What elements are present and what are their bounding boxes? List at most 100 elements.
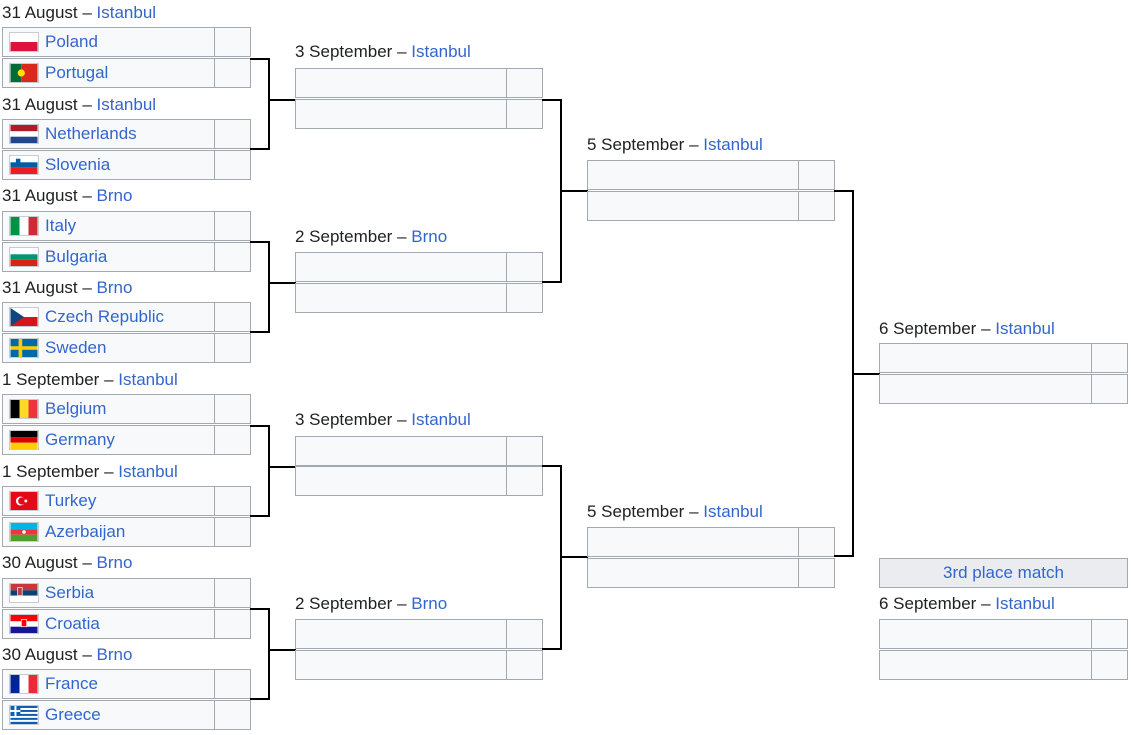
match-date: 6 September bbox=[879, 594, 977, 613]
venue-link[interactable]: Istanbul bbox=[96, 95, 157, 114]
match-header: 5 September – Istanbul bbox=[587, 135, 763, 154]
team-slot: Bulgaria bbox=[2, 242, 215, 272]
bracket-connector bbox=[268, 282, 296, 284]
score-cell bbox=[214, 700, 251, 730]
team-link[interactable]: Greece bbox=[45, 705, 101, 724]
slovenia-flag-icon bbox=[9, 155, 39, 175]
team-link[interactable]: Croatia bbox=[45, 614, 100, 633]
venue-link[interactable]: Brno bbox=[411, 227, 448, 246]
team-slot: Netherlands bbox=[2, 119, 215, 149]
venue-link[interactable]: Istanbul bbox=[703, 135, 763, 154]
match-header: 30 August – Brno bbox=[2, 553, 133, 572]
bracket-connector bbox=[250, 698, 270, 700]
score-cell bbox=[214, 150, 251, 180]
team-slot bbox=[879, 619, 1092, 649]
score-cell bbox=[1091, 343, 1128, 373]
venue-link[interactable]: Istanbul bbox=[411, 410, 471, 429]
team-slot: Germany bbox=[2, 425, 215, 455]
team-link[interactable]: Bulgaria bbox=[45, 247, 108, 266]
match-date: 3 September bbox=[295, 42, 393, 61]
team-link[interactable]: Belgium bbox=[45, 399, 107, 418]
turkey-flag-icon bbox=[9, 491, 39, 511]
score-cell bbox=[506, 252, 543, 282]
match-header: 3 September – Istanbul bbox=[295, 410, 471, 429]
bracket-connector bbox=[852, 373, 880, 375]
venue-link[interactable]: Istanbul bbox=[118, 462, 178, 481]
team-slot bbox=[295, 466, 507, 496]
team-link[interactable]: Portugal bbox=[45, 63, 109, 82]
match-date: 30 August bbox=[2, 553, 78, 572]
match-date: 31 August bbox=[2, 186, 78, 205]
score-cell bbox=[214, 425, 251, 455]
team-link[interactable]: Italy bbox=[45, 216, 77, 235]
team-link[interactable]: Sweden bbox=[45, 338, 107, 357]
bracket-connector bbox=[250, 608, 270, 610]
germany-flag-icon bbox=[9, 430, 39, 450]
team-slot bbox=[879, 374, 1092, 404]
venue-link[interactable]: Brno bbox=[411, 594, 448, 613]
team-link[interactable]: Slovenia bbox=[45, 155, 111, 174]
score-cell bbox=[506, 650, 543, 680]
match-header: 31 August – Istanbul bbox=[2, 3, 157, 22]
venue-link[interactable]: Brno bbox=[96, 278, 133, 297]
venue-link[interactable]: Istanbul bbox=[96, 3, 157, 22]
team-slot: Sweden bbox=[2, 333, 215, 363]
bracket-connector bbox=[542, 648, 562, 650]
match-date: 31 August bbox=[2, 95, 78, 114]
venue-link[interactable]: Istanbul bbox=[118, 370, 178, 389]
score-cell bbox=[798, 160, 835, 190]
match-header: 1 September – Istanbul bbox=[2, 462, 178, 481]
venue-link[interactable]: Istanbul bbox=[995, 319, 1055, 338]
team-slot bbox=[295, 252, 507, 282]
team-link[interactable]: Germany bbox=[45, 430, 115, 449]
bracket-connector bbox=[250, 241, 270, 243]
team-link[interactable]: Serbia bbox=[45, 583, 95, 602]
team-link[interactable]: Azerbaijan bbox=[45, 522, 126, 541]
match-header: 5 September – Istanbul bbox=[587, 502, 763, 521]
team-slot: Portugal bbox=[2, 58, 215, 88]
score-cell bbox=[506, 99, 543, 129]
team-link[interactable]: France bbox=[45, 674, 98, 693]
venue-link[interactable]: Istanbul bbox=[703, 502, 763, 521]
bracket-connector bbox=[250, 58, 270, 60]
match-date: 5 September bbox=[587, 135, 685, 154]
third-place-link[interactable]: 3rd place match bbox=[943, 563, 1064, 582]
team-slot: Italy bbox=[2, 211, 215, 241]
team-link[interactable]: Poland bbox=[45, 32, 98, 51]
team-slot bbox=[295, 283, 507, 313]
match-date: 31 August bbox=[2, 3, 78, 22]
venue-link[interactable]: Brno bbox=[96, 186, 133, 205]
team-slot bbox=[295, 436, 507, 466]
team-link[interactable]: Czech Republic bbox=[45, 307, 165, 326]
score-cell bbox=[506, 466, 543, 496]
venue-link[interactable]: Istanbul bbox=[411, 42, 471, 61]
bracket-connector bbox=[268, 99, 296, 101]
team-link[interactable]: Netherlands bbox=[45, 124, 137, 143]
score-cell bbox=[214, 211, 251, 241]
score-cell bbox=[506, 68, 543, 98]
bracket-connector bbox=[268, 425, 270, 517]
venue-link[interactable]: Brno bbox=[96, 645, 133, 664]
score-cell bbox=[214, 27, 251, 57]
match-header: 2 September – Brno bbox=[295, 594, 448, 613]
bracket-connector bbox=[250, 425, 270, 427]
bulgaria-flag-icon bbox=[9, 247, 39, 267]
venue-link[interactable]: Brno bbox=[96, 553, 133, 572]
team-link[interactable]: Turkey bbox=[45, 491, 97, 510]
score-cell bbox=[214, 242, 251, 272]
team-slot bbox=[587, 160, 799, 190]
match-date: 2 September bbox=[295, 227, 393, 246]
venue-link[interactable]: Istanbul bbox=[995, 594, 1055, 613]
score-cell bbox=[798, 191, 835, 221]
bracket-connector bbox=[834, 555, 854, 557]
bracket-connector bbox=[542, 281, 562, 283]
score-cell bbox=[214, 609, 251, 639]
score-cell bbox=[506, 436, 543, 466]
poland-flag-icon bbox=[9, 32, 39, 52]
sweden-flag-icon bbox=[9, 338, 39, 358]
team-slot bbox=[879, 343, 1092, 373]
team-slot bbox=[295, 99, 507, 129]
bracket-connector bbox=[250, 148, 270, 150]
team-slot bbox=[295, 68, 507, 98]
match-date: 31 August bbox=[2, 278, 78, 297]
